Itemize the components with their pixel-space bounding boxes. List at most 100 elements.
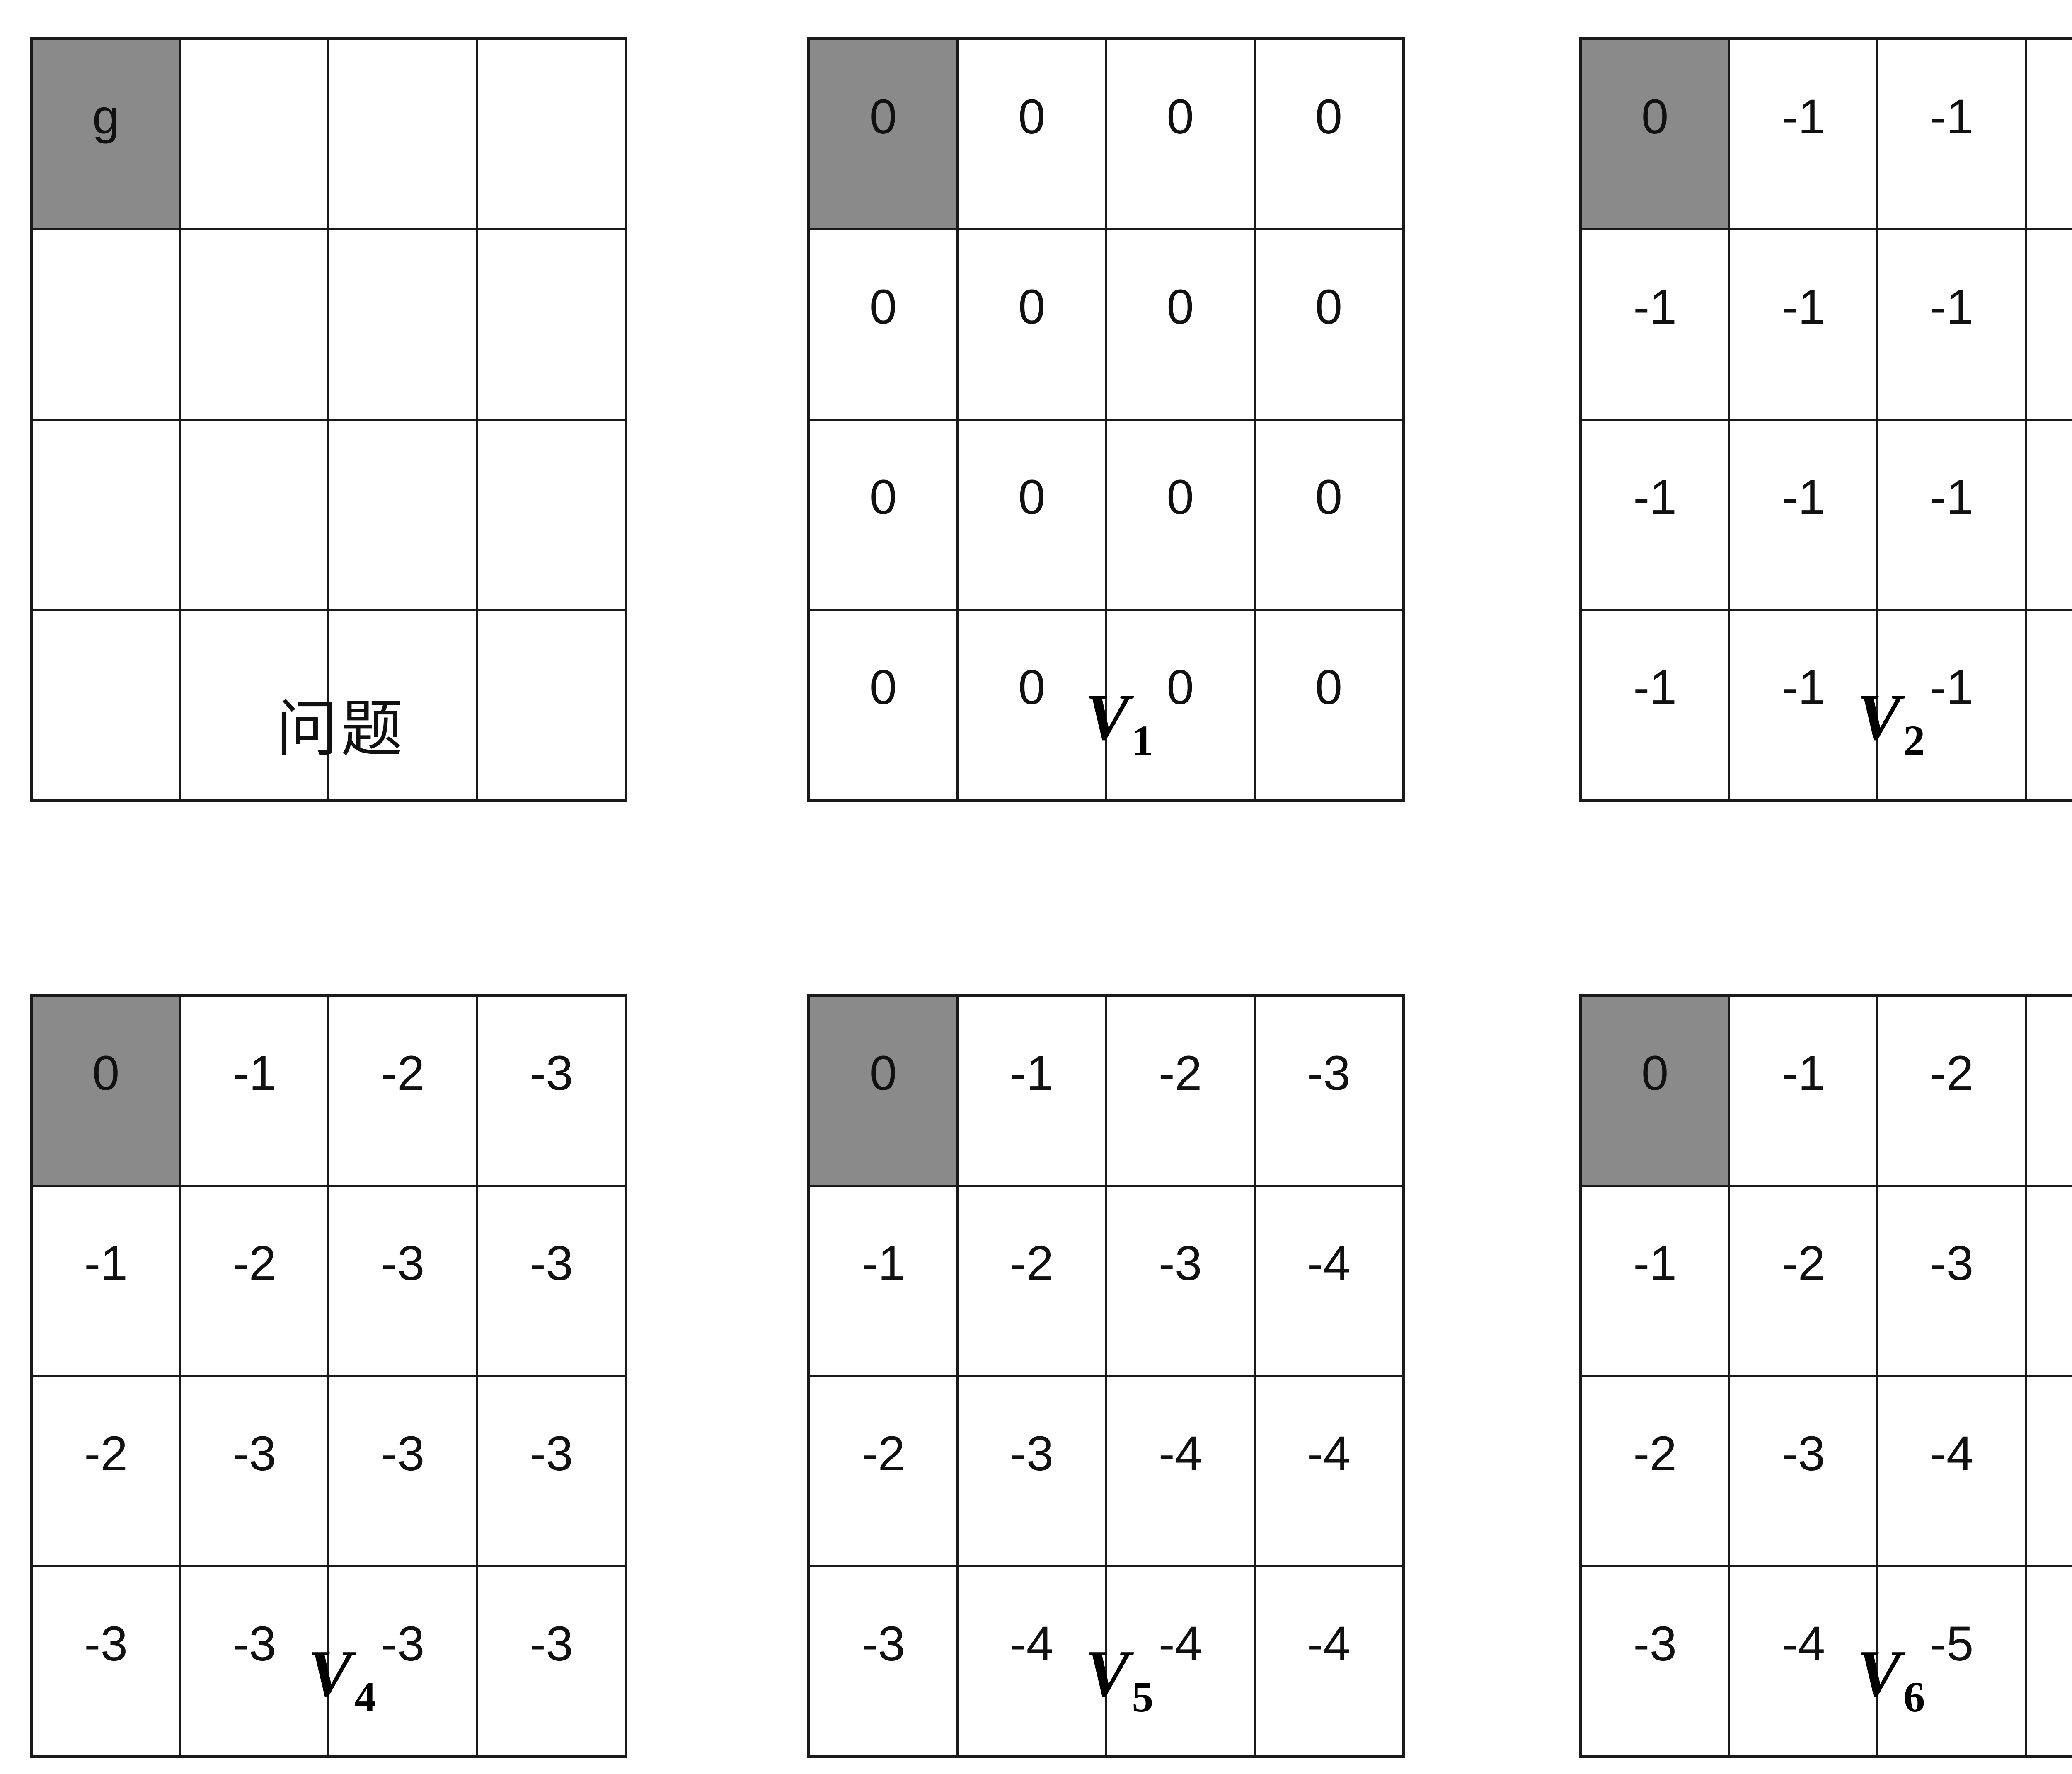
grid-cell[interactable]: -3 xyxy=(179,1565,330,1758)
grid-cell[interactable] xyxy=(476,609,627,801)
value-grid: 0 -1 -2 -3 -1 -2 -3 -4 -2 -3 -4 -4 -3 -4… xyxy=(807,994,1405,1758)
grid-cell[interactable]: 0 xyxy=(1253,38,1405,230)
grid-cell[interactable]: -4 xyxy=(2025,1185,2072,1377)
grid-cell[interactable]: -1 xyxy=(2025,228,2072,421)
grid-cell[interactable] xyxy=(327,228,478,421)
grid-cell[interactable]: -5 xyxy=(2025,1375,2072,1567)
grid-cell[interactable]: -4 xyxy=(1105,1375,1256,1567)
grid-cell[interactable]: 0 xyxy=(30,994,182,1187)
grid-cell[interactable]: -2 xyxy=(807,1375,959,1567)
grid-cell[interactable]: 0 xyxy=(1579,994,1731,1187)
grid-cell[interactable]: -3 xyxy=(476,1375,627,1567)
grid-cell[interactable]: -3 xyxy=(1579,1565,1731,1758)
grid-cell[interactable]: -1 xyxy=(956,994,1107,1187)
grid-cell[interactable]: 0 xyxy=(807,609,959,801)
table-row: -2 -3 -3 -3 xyxy=(30,1375,627,1567)
value-grid: 0 -1 -1 -1 -1 -1 -1 -1 -1 -1 -1 -1 -1 -1… xyxy=(1579,37,2072,802)
grid-cell[interactable]: 0 xyxy=(1105,609,1256,801)
grid-cell[interactable]: -2 xyxy=(327,994,478,1187)
grid-cell[interactable]: 0 xyxy=(1579,38,1731,230)
grid-cell[interactable]: -2 xyxy=(1728,1185,1879,1377)
grid-cell[interactable]: 0 xyxy=(956,419,1107,611)
grid-cell[interactable]: 0 xyxy=(1105,419,1256,611)
grid-cell[interactable] xyxy=(30,609,182,801)
grid-cell[interactable]: 0 xyxy=(1253,228,1405,421)
grid-cell[interactable]: 0 xyxy=(956,38,1107,230)
grid-cell[interactable]: -3 xyxy=(1728,1375,1879,1567)
grid-cell[interactable]: 0 xyxy=(956,228,1107,421)
grid-cell[interactable]: -4 xyxy=(1253,1565,1405,1758)
grid-cell[interactable]: -1 xyxy=(1728,994,1879,1187)
grid-cell[interactable] xyxy=(179,228,330,421)
grid-cell[interactable]: -1 xyxy=(2025,609,2072,801)
grid-cell[interactable]: 0 xyxy=(1253,609,1405,801)
grid-cell[interactable]: -1 xyxy=(1728,609,1879,801)
grid-cell[interactable]: -4 xyxy=(1728,1565,1879,1758)
grid-cell[interactable]: 0 xyxy=(807,228,959,421)
grid-cell[interactable]: -1 xyxy=(1876,419,2027,611)
grid-cell[interactable]: -1 xyxy=(2025,38,2072,230)
grid-cell[interactable]: -3 xyxy=(179,1375,330,1567)
grid-cell[interactable]: -3 xyxy=(956,1375,1107,1567)
grid-cell[interactable]: -2 xyxy=(179,1185,330,1377)
grid-cell[interactable]: 0 xyxy=(807,38,959,230)
grid-cell[interactable]: -1 xyxy=(807,1185,959,1377)
grid-cell[interactable]: -3 xyxy=(807,1565,959,1758)
grid-cell[interactable]: -3 xyxy=(327,1375,478,1567)
grid-cell[interactable]: 0 xyxy=(807,994,959,1187)
grid-cell[interactable]: -4 xyxy=(1876,1375,2027,1567)
grid-cell[interactable] xyxy=(327,609,478,801)
grid-cell[interactable]: -2 xyxy=(1579,1375,1731,1567)
grid-cell[interactable]: -3 xyxy=(327,1565,478,1758)
grid-cell[interactable]: 0 xyxy=(1105,38,1256,230)
grid-cell[interactable]: -3 xyxy=(476,1565,627,1758)
grid-cell[interactable]: -3 xyxy=(476,994,627,1187)
grid-cell[interactable] xyxy=(327,38,478,230)
grid-cell[interactable] xyxy=(30,228,182,421)
grid-cell[interactable]: -1 xyxy=(1579,1185,1731,1377)
grid-cell[interactable]: -1 xyxy=(1876,228,2027,421)
grid-cell[interactable] xyxy=(476,419,627,611)
grid-cell[interactable]: -3 xyxy=(327,1185,478,1377)
grid-cell[interactable]: g xyxy=(30,38,182,230)
grid-cell[interactable] xyxy=(179,609,330,801)
grid-cell[interactable]: -2 xyxy=(1105,994,1256,1187)
grid-cell[interactable]: -1 xyxy=(1728,419,1879,611)
grid-cell[interactable]: -2 xyxy=(1876,994,2027,1187)
grid-cell[interactable]: -3 xyxy=(1105,1185,1256,1377)
grid-cell[interactable]: -1 xyxy=(1876,609,2027,801)
grid-cell[interactable]: -3 xyxy=(1253,994,1405,1187)
grid-cell[interactable] xyxy=(476,228,627,421)
grid-cell[interactable] xyxy=(30,419,182,611)
grid-cell[interactable]: -4 xyxy=(1105,1565,1256,1758)
grid-cell[interactable]: -1 xyxy=(1728,38,1879,230)
grid-cell[interactable]: 0 xyxy=(956,609,1107,801)
grid-cell[interactable]: -1 xyxy=(179,994,330,1187)
grid-cell[interactable]: -3 xyxy=(476,1185,627,1377)
grid-cell[interactable]: 0 xyxy=(1253,419,1405,611)
grid-cell[interactable] xyxy=(179,419,330,611)
grid-cell[interactable] xyxy=(179,38,330,230)
grid-cell[interactable]: -4 xyxy=(1253,1185,1405,1377)
grid-cell[interactable]: -1 xyxy=(1876,38,2027,230)
grid-cell[interactable]: -2 xyxy=(956,1185,1107,1377)
grid-cell[interactable]: -1 xyxy=(2025,419,2072,611)
grid-cell[interactable] xyxy=(476,38,627,230)
grid-cell[interactable]: -4 xyxy=(1253,1375,1405,1567)
grid-cell[interactable]: 0 xyxy=(807,419,959,611)
grid-cell[interactable]: -1 xyxy=(1579,609,1731,801)
grid-cell[interactable]: -5 xyxy=(2025,1565,2072,1758)
grid-cell[interactable]: -3 xyxy=(2025,994,2072,1187)
grid-cell[interactable]: 0 xyxy=(1105,228,1256,421)
grid-cell[interactable]: -1 xyxy=(1579,419,1731,611)
grid-cell[interactable]: -2 xyxy=(30,1375,182,1567)
grid-cell[interactable]: -1 xyxy=(30,1185,182,1377)
grid-cell[interactable]: -4 xyxy=(956,1565,1107,1758)
caption-symbol: V xyxy=(1085,1636,1130,1710)
grid-cell[interactable]: -1 xyxy=(1728,228,1879,421)
grid-cell[interactable]: -1 xyxy=(1579,228,1731,421)
grid-cell[interactable]: -3 xyxy=(30,1565,182,1758)
grid-cell[interactable]: -5 xyxy=(1876,1565,2027,1758)
grid-cell[interactable] xyxy=(327,419,478,611)
grid-cell[interactable]: -3 xyxy=(1876,1185,2027,1377)
